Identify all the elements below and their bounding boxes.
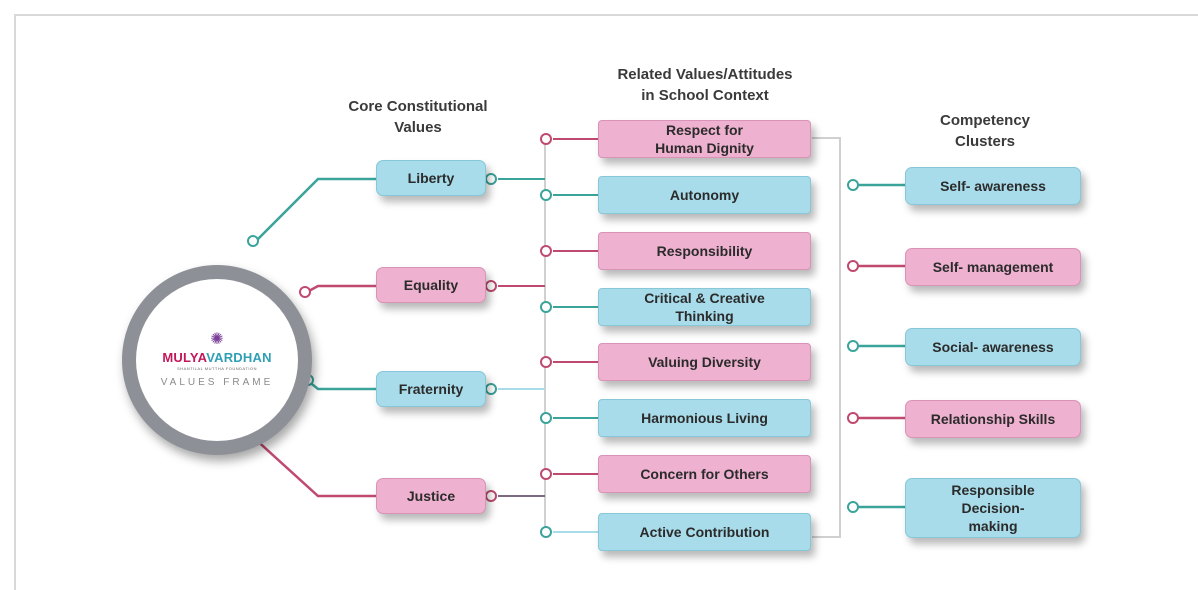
competency-relationship-skills: Relationship Skills xyxy=(905,400,1081,438)
related-value-responsibility: Responsibility xyxy=(598,232,811,270)
related-value-autonomy: Autonomy xyxy=(598,176,811,214)
related-value-valuing-diversity: Valuing Diversity xyxy=(598,343,811,381)
logo-tagline: SHANTILAL MUTTHA FOUNDATION xyxy=(177,366,257,371)
competency-responsible-decision-making: Responsible Decision- making xyxy=(905,478,1081,538)
heading-core-values: Core Constitutional Values xyxy=(348,98,488,136)
competency-self-management: Self- management xyxy=(905,248,1081,286)
related-value-critical-thinking: Critical & Creative Thinking xyxy=(598,288,811,326)
competency-social-awareness: Social- awareness xyxy=(905,328,1081,366)
core-value-fraternity: Fraternity xyxy=(376,371,486,407)
core-value-equality: Equality xyxy=(376,267,486,303)
values-frame-logo: ✺ MULYAVARDHAN SHANTILAL MUTTHA FOUNDATI… xyxy=(122,265,312,455)
core-value-liberty: Liberty xyxy=(376,160,486,196)
related-value-concern-for-others: Concern for Others xyxy=(598,455,811,493)
logo-subtitle: VALUES FRAME xyxy=(160,377,274,388)
frame-left-border xyxy=(14,14,16,590)
heading-related-values: Related Values/Attitudes in School Conte… xyxy=(617,66,793,104)
core-value-justice: Justice xyxy=(376,478,486,514)
related-value-respect: Respect for Human Dignity xyxy=(598,120,811,158)
heading-competency-clusters: Competency Clusters xyxy=(939,112,1031,150)
frame-top-border xyxy=(14,14,1198,16)
logo-brand: MULYAVARDHAN xyxy=(162,350,272,365)
competency-self-awareness: Self- awareness xyxy=(905,167,1081,205)
related-value-harmonious-living: Harmonious Living xyxy=(598,399,811,437)
sun-emblem-icon: ✺ xyxy=(210,331,224,348)
related-value-active-contribution: Active Contribution xyxy=(598,513,811,551)
